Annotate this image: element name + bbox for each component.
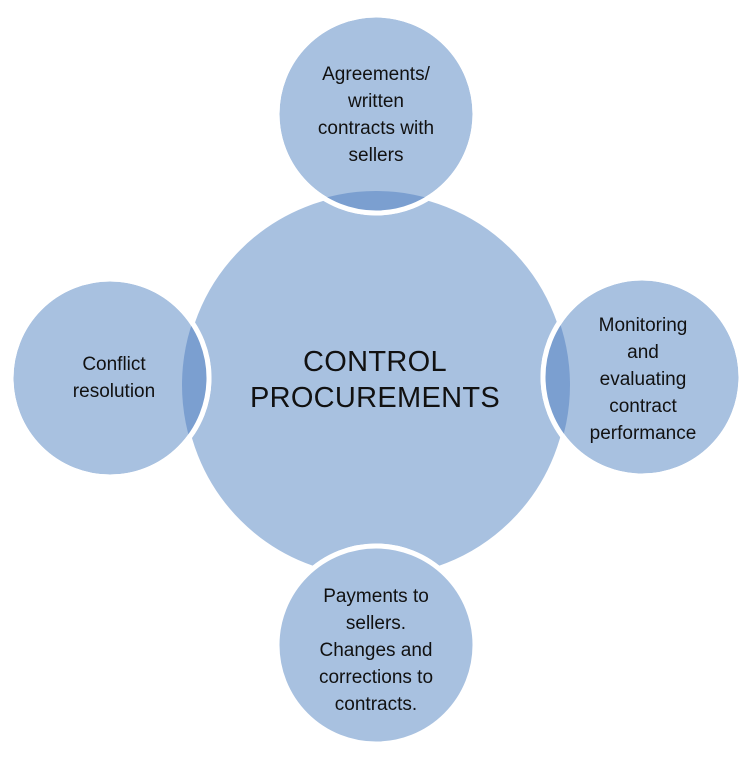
top-circle-outline: [274, 12, 478, 216]
right-label: Monitoring and evaluating contract perfo…: [589, 315, 697, 444]
left-label: Conflict resolution: [72, 353, 156, 402]
top-label: Agreements/ written contracts with selle…: [317, 64, 435, 166]
bottom-label: Payments to sellers. Changes and correct…: [318, 585, 434, 715]
left-circle-outline: [8, 276, 212, 480]
bottom-circle-outline: [274, 543, 478, 747]
right-circle-outline: [540, 275, 744, 479]
center-label: CONTROL PROCUREMENTS: [249, 346, 501, 414]
